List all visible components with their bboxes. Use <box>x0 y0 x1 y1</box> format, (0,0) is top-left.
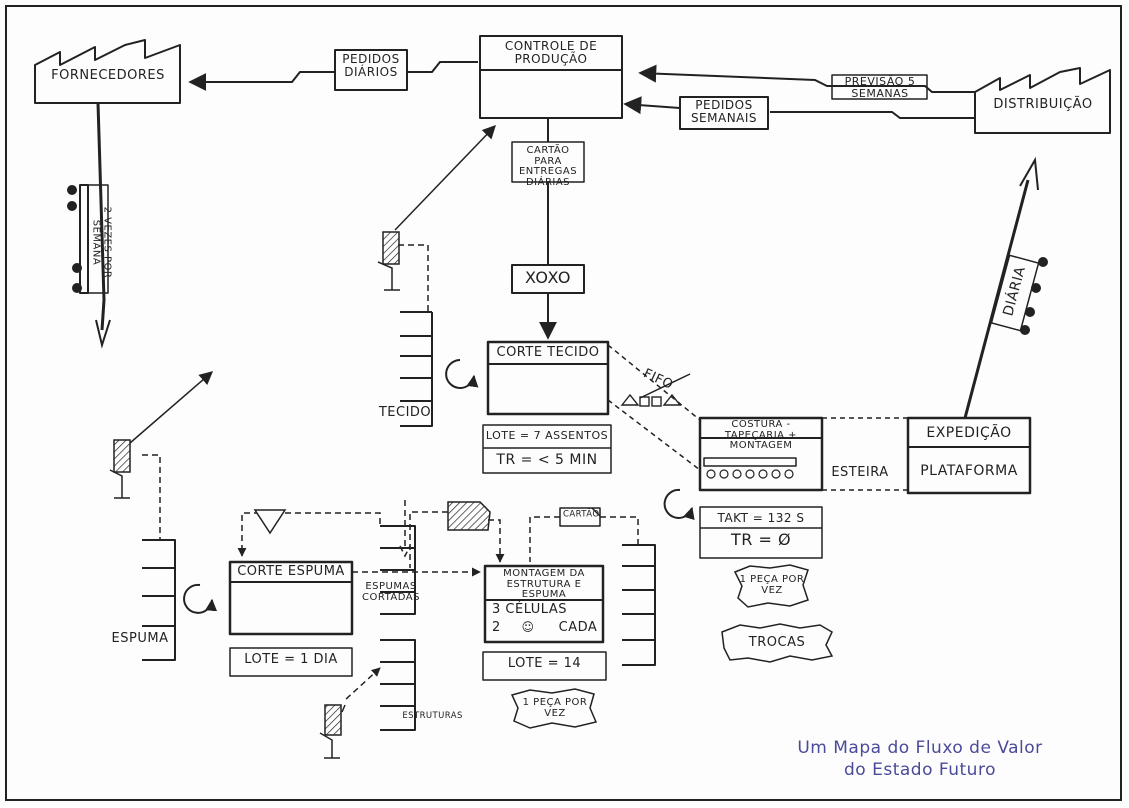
changeovers-label: TROCAS <box>748 635 806 650</box>
assembly-supermarket <box>622 544 656 666</box>
shipping-box <box>906 416 1032 495</box>
fabric-market-label: TECIDO <box>378 405 432 420</box>
suppliers-label: FORNECEDORES <box>51 68 165 83</box>
fabric-cutting-title: CORTE TECIDO <box>496 345 600 360</box>
fabric-cutting-tr: TR = < 5 MIN <box>496 452 598 468</box>
daily-orders-label: PEDIDOS DIÁRIOS <box>342 52 400 79</box>
production-control-label: CONTROLE DE PRODUÇÃO <box>504 39 598 66</box>
assembly-cells: 3 CÉLULAS <box>492 602 567 617</box>
distribution-label: DISTRIBUIÇÃO <box>993 97 1093 112</box>
suppliers-factory-icon <box>34 39 181 104</box>
sewing-tr: TR = Ø <box>730 530 792 549</box>
foam-cutting-data <box>229 647 353 677</box>
fabric-cutting-box <box>486 340 610 416</box>
caption-line-2: do Estado Futuro <box>844 760 996 781</box>
assembly-lot: LOTE = 14 <box>507 656 582 671</box>
structures-label: ESTRUTURAS <box>402 711 463 721</box>
sewing-box <box>698 416 824 492</box>
one-piece-label-2: 1 PEÇA POR VEZ <box>522 697 588 719</box>
shipping-title: EXPEDIÇÃO <box>926 425 1012 441</box>
leveling-label: XOXO <box>524 268 572 287</box>
kanban-post-icon <box>382 231 400 265</box>
cut-foam-label: ESPUMAS CORTADAS <box>362 581 420 603</box>
kanban-post-icon <box>324 704 342 736</box>
kanban-post-icon <box>113 439 131 473</box>
foam-market-label: ESPUMA <box>111 631 169 646</box>
assembly-title: MONTAGEM DA ESTRUTURA E ESPUMA <box>503 568 585 600</box>
sewing-title: COSTURA - TAPEÇARIA + MONTAGEM <box>724 419 798 451</box>
signal-kanban-icon <box>253 509 287 535</box>
operator-icon: ☺ <box>521 620 535 634</box>
foam-cutting-box <box>228 560 354 636</box>
structures-supermarket <box>380 639 416 731</box>
assembly-each: CADA <box>558 620 598 635</box>
assembly-each-num: 2 <box>492 620 501 635</box>
conveyor-label: ESTEIRA <box>831 465 889 480</box>
figure-caption: Um Mapa do Fluxo de Valor do Estado Futu… <box>760 737 1080 781</box>
cut-foam-supermarket <box>380 525 416 615</box>
daily-orders-tag <box>334 49 408 91</box>
one-piece-bubble-2 <box>510 688 598 729</box>
assembly-data <box>482 651 607 681</box>
sewing-takt: TAKT = 132 S <box>717 511 805 525</box>
figure-frame <box>5 5 1122 801</box>
foam-cutting-title: CORTE ESPUMA <box>237 564 345 579</box>
production-control-box <box>479 35 623 119</box>
caption-line-1: Um Mapa do Fluxo de Valor <box>797 738 1043 758</box>
foam-supermarket <box>142 539 176 661</box>
conveyor <box>703 457 797 467</box>
fabric-supermarket <box>400 311 433 427</box>
one-piece-label: 1 PEÇA POR VEZ <box>739 574 805 596</box>
weekly-orders-tag <box>679 96 769 130</box>
supplier-truck-label: 2 VEZES POR SEMANA <box>91 206 113 279</box>
changeovers-bubble <box>721 623 834 663</box>
foam-cutting-lot: LOTE = 1 DIA <box>244 652 338 667</box>
delivery-card-label: CARTÃO PARA ENTREGAS DIÁRIAS <box>518 145 578 188</box>
withdrawal-kanban-icon <box>447 501 491 531</box>
assembly-box <box>483 564 605 644</box>
one-piece-bubble <box>733 564 809 608</box>
forecast-label: PREVISÃO 5 SEMANAS <box>844 75 916 100</box>
card-label: CARTÃO <box>563 509 600 520</box>
fabric-cutting-data <box>482 424 612 474</box>
fabric-cutting-lot: LOTE = 7 ASSENTOS <box>485 429 609 442</box>
weekly-orders-label: PEDIDOS SEMANAIS <box>690 98 758 125</box>
sewing-data <box>699 506 823 559</box>
shipping-body: PLATAFORMA <box>920 463 1018 479</box>
distribution-factory-icon <box>974 67 1111 134</box>
